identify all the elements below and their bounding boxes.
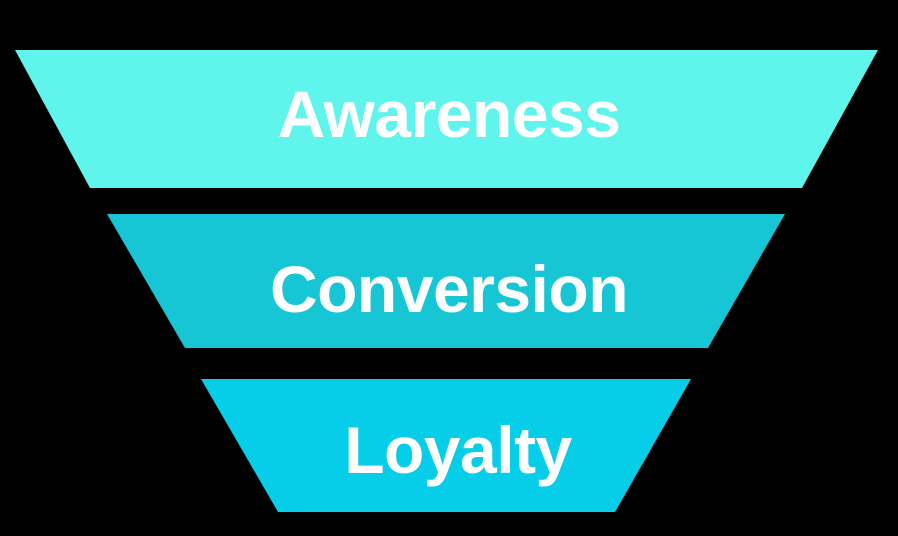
funnel-stage-awareness[interactable]: Awareness (15, 50, 878, 188)
funnel-label-conversion: Conversion (270, 252, 628, 326)
funnel-band-loyalty[interactable] (201, 379, 691, 512)
funnel-stage-conversion[interactable]: Conversion (107, 214, 785, 348)
funnel-label-awareness: Awareness (278, 77, 621, 151)
funnel-label-loyalty: Loyalty (344, 413, 572, 487)
funnel-stage-loyalty[interactable]: Loyalty (201, 379, 691, 512)
funnel-band-awareness[interactable] (15, 50, 878, 188)
funnel-band-conversion[interactable] (107, 214, 785, 348)
